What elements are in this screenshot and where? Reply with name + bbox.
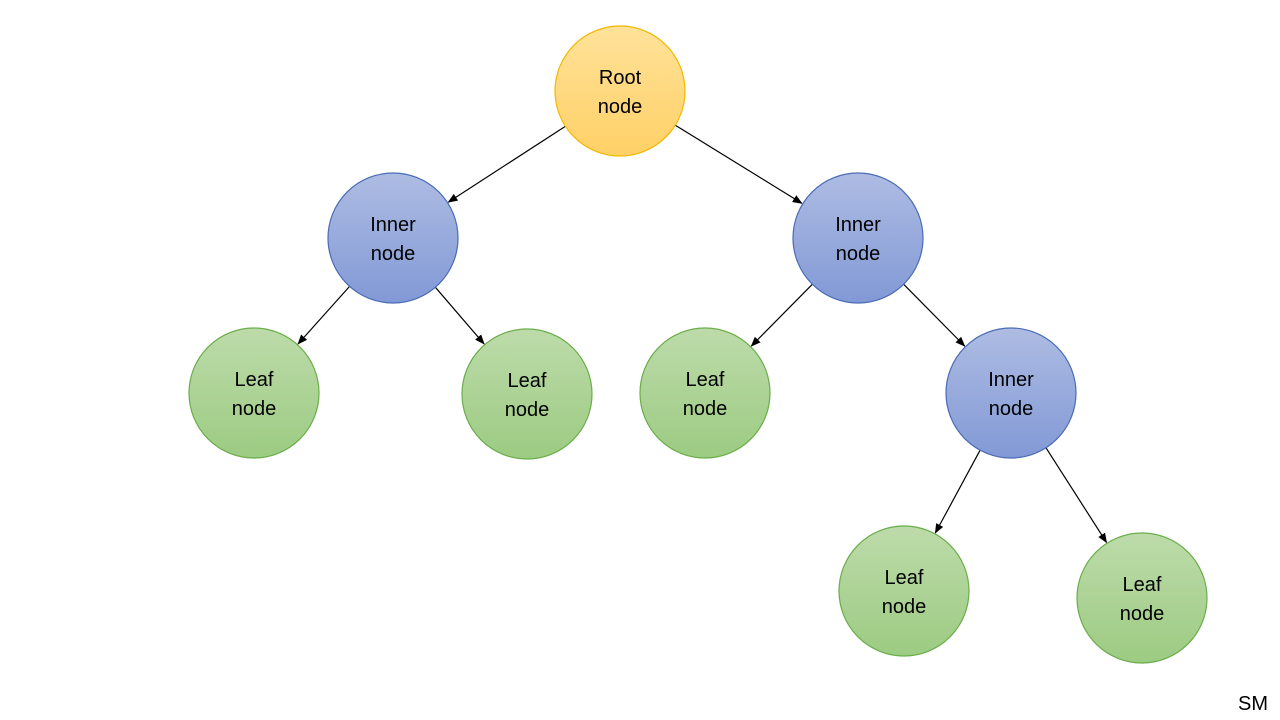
node-label-line1: Leaf bbox=[508, 370, 547, 392]
leaf-node-leaf-3: Leaf node bbox=[639, 327, 771, 459]
leaf-node-leaf-1: Leaf node bbox=[188, 327, 320, 459]
edges-layer bbox=[297, 124, 1108, 544]
root-node-root: Root node bbox=[554, 25, 686, 157]
node-label-line1: Inner bbox=[370, 214, 416, 236]
leaf-node-circle bbox=[1076, 532, 1208, 664]
inner-node-circle bbox=[327, 172, 459, 304]
node-label-line1: Inner bbox=[835, 214, 881, 236]
edge-arrow-inner-left-to-leaf-2 bbox=[434, 286, 485, 345]
edge-arrow-inner-deep-to-leaf-4 bbox=[934, 449, 981, 534]
leaf-node-leaf-5: Leaf node bbox=[1076, 532, 1208, 664]
leaf-node-circle bbox=[188, 327, 320, 459]
inner-node-inner-left: Inner node bbox=[327, 172, 459, 304]
node-label-line2: node bbox=[505, 399, 550, 421]
node-label-line2: node bbox=[232, 398, 277, 420]
node-label-line2: node bbox=[683, 398, 728, 420]
leaf-node-leaf-4: Leaf node bbox=[838, 525, 970, 657]
edge-arrow-root-to-inner-left bbox=[447, 125, 566, 203]
leaf-node-circle bbox=[461, 328, 593, 460]
node-label-line2: node bbox=[836, 243, 881, 265]
inner-node-circle bbox=[792, 172, 924, 304]
edge-arrow-inner-right-to-inner-deep bbox=[903, 283, 966, 347]
node-label-line1: Leaf bbox=[686, 369, 725, 391]
node-label-line1: Root bbox=[599, 67, 642, 89]
edge-arrow-inner-deep-to-leaf-5 bbox=[1045, 447, 1108, 544]
node-label-line1: Leaf bbox=[235, 369, 274, 391]
edge-arrow-inner-left-to-leaf-1 bbox=[297, 285, 351, 345]
inner-node-inner-deep: Inner node bbox=[945, 327, 1077, 459]
nodes-layer: RootnodeInnernodeInnernodeLeafnodeLeafno… bbox=[188, 25, 1208, 664]
node-label-line2: node bbox=[598, 96, 643, 118]
leaf-node-circle bbox=[639, 327, 771, 459]
edge-arrow-root-to-inner-right bbox=[674, 124, 803, 204]
inner-node-inner-right: Inner node bbox=[792, 172, 924, 304]
leaf-node-leaf-2: Leaf node bbox=[461, 328, 593, 460]
signature-text: SM bbox=[1238, 693, 1268, 715]
node-label-line2: node bbox=[989, 398, 1034, 420]
inner-node-circle bbox=[945, 327, 1077, 459]
node-label-line1: Inner bbox=[988, 369, 1034, 391]
leaf-node-circle bbox=[838, 525, 970, 657]
node-label-line1: Leaf bbox=[885, 567, 924, 589]
node-label-line2: node bbox=[1120, 603, 1165, 625]
node-label-line2: node bbox=[371, 243, 416, 265]
node-label-line2: node bbox=[882, 596, 927, 618]
edge-arrow-inner-right-to-leaf-3 bbox=[750, 283, 813, 347]
root-node-circle bbox=[554, 25, 686, 157]
node-label-line1: Leaf bbox=[1123, 574, 1162, 596]
